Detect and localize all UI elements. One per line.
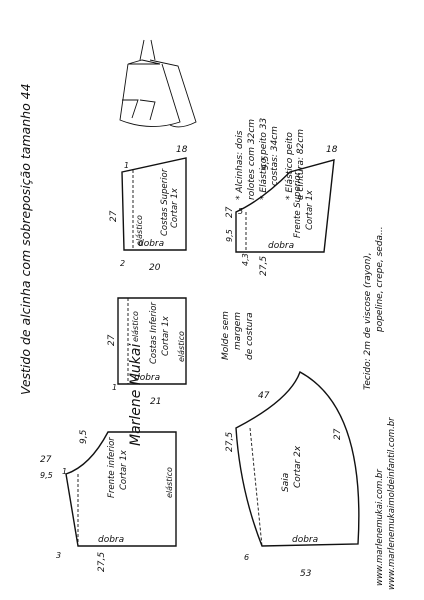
notes-block: * Alcinhas: dois rolotes com 32cm * Elás… [235, 118, 306, 200]
costas-superior-fold: dobra [138, 239, 164, 249]
note-alcas: * Alcinhas: dois [235, 130, 245, 200]
dim-saia-53: 53 [300, 569, 312, 579]
saia-fold: dobra [292, 535, 318, 545]
molde-note-2: margem [233, 312, 243, 350]
dim-saia-6: 6 [244, 553, 249, 562]
signature: Marlene Mukai [128, 344, 144, 446]
frente-superior-fold: dobra [268, 241, 294, 251]
dim-fs-95: 9,5 [261, 155, 271, 170]
dim-saia-275: 27,5 [225, 432, 235, 452]
dim-saia-27: 27 [333, 428, 343, 440]
dim-cs-27: 27 [109, 210, 119, 222]
fabric-line-2: popeline, crepe, seda... [375, 226, 385, 333]
websites: www.marlenemukai.com.br www.marlenemukai… [375, 417, 397, 590]
dim-fs-275: 27,5 [259, 256, 269, 276]
note-elastico-cintura: * Elástico peito [285, 132, 295, 200]
dim-cs-18: 18 [176, 145, 188, 155]
frente-inferior-elastic: elástico [165, 467, 174, 498]
frente-inferior-cut: Cortar 1x [119, 449, 129, 490]
saia-name: Saia [281, 473, 291, 492]
piece-costas-inferior: Costas Inferior Cortar 1x elástico elást… [107, 297, 187, 407]
costas-inferior-elastic-2: elástico [177, 331, 186, 362]
dim-fi-1: 1 [62, 467, 67, 476]
costas-superior-name: Costas Superior [160, 168, 170, 236]
piece-frente-superior: Frente Superior Cortar 1x dobra 18 9,5 2… [225, 145, 338, 276]
costas-inferior-elastic: elástico [131, 311, 140, 342]
saia-cut: Cortar 2x [293, 445, 303, 488]
costas-superior-cut: Cortar 1x [170, 187, 180, 228]
dim-fs-27: 27 [225, 206, 235, 218]
fabric-note: Tecido: 2m de viscose (rayon), popeline,… [363, 226, 385, 390]
dim-ci-1: 1 [112, 383, 117, 392]
frente-superior-cut: Cortar 1x [305, 189, 315, 230]
dim-fs-5: 5 [238, 207, 243, 216]
molde-note-3: de costura [245, 312, 255, 360]
pattern-title: Vestido de alcinha com sobreposição tama… [18, 83, 33, 395]
dress-sketch [119, 39, 197, 128]
frente-inferior-fold: dobra [98, 535, 124, 545]
fabric-line-1: Tecido: 2m de viscose (rayon), [363, 252, 373, 390]
dim-fs-43: 4,3 [241, 253, 250, 266]
costas-inferior-cut: Cortar 1x [161, 315, 171, 356]
note-elastico-peito: * Elástico peito 33 [259, 118, 269, 200]
dim-fi-95b: 9,5 [40, 471, 53, 480]
dim-fs-18: 18 [326, 145, 338, 155]
note-alcas-2: rolotes com 32cm [247, 119, 257, 200]
dim-cs-20: 20 [149, 263, 161, 273]
costas-inferior-name: Costas Inferior [149, 302, 159, 364]
dim-ci-21: 21 [150, 397, 161, 407]
dim-fi-95: 9,5 [79, 429, 89, 444]
piece-frente-inferior: Frente inferior Cortar 1x elástico dobra… [40, 429, 177, 572]
costas-superior-elastic: elástico [135, 215, 144, 246]
website-2: www.marlenemukaimoldeinfantil.com.br [387, 417, 397, 590]
piece-costas-superior: Costas Superior Cortar 1x elástico dobra… [109, 145, 188, 273]
molde-note-1: Molde sem [221, 311, 231, 360]
dim-fs-95b: 9,5 [225, 229, 234, 242]
dim-fi-275: 27,5 [97, 552, 107, 572]
dim-cs-1: 1 [124, 161, 129, 170]
note-elastico-costas: costas: 34cm [270, 126, 280, 186]
molde-note: Molde sem margem de costura [221, 311, 255, 360]
frente-inferior-name: Frente inferior [107, 437, 117, 498]
dim-ci-27: 27 [107, 334, 117, 346]
dim-fi-3: 3 [56, 551, 61, 560]
costas-inferior-fold: dobra [134, 373, 160, 383]
frente-superior-name: Frente Superior [293, 171, 303, 238]
signature-text: Marlene Mukai [128, 344, 144, 446]
dim-fi-27: 27 [40, 455, 52, 465]
note-elastico-cintura-2: e cintura: 82cm [296, 129, 306, 200]
dim-saia-47: 47 [258, 391, 270, 401]
dim-cs-2: 2 [120, 259, 125, 268]
website-1: www.marlenemukai.com.br [375, 469, 385, 586]
piece-saia: Saia Cortar 2x dobra 47 27 27,5 6 53 [225, 370, 360, 579]
